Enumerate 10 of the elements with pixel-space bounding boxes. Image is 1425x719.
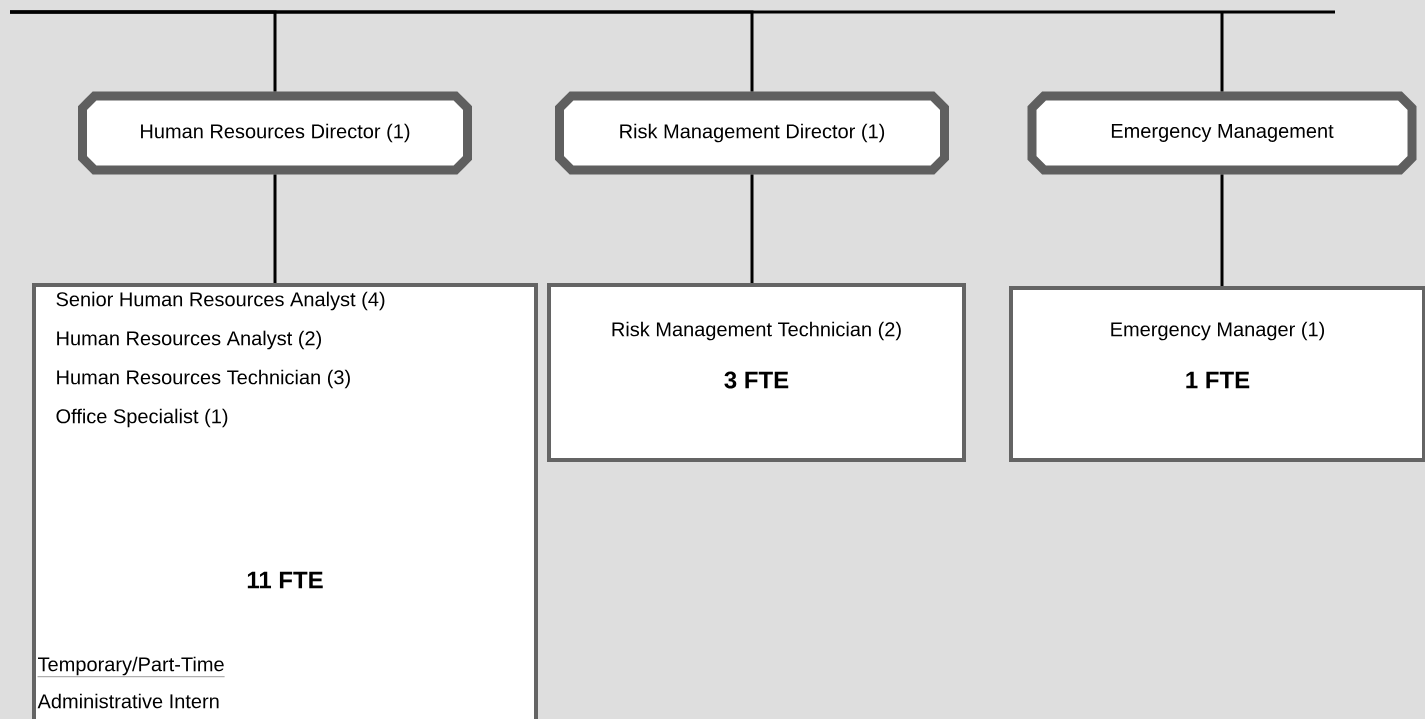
title-box: Emergency Management	[1027, 91, 1417, 175]
staff-box: Emergency Manager (1) 1 FTE	[1009, 286, 1425, 462]
connector-line	[750, 174, 754, 283]
staff-box: Risk Management Technician (2) 3 FTE	[547, 283, 966, 462]
title-box: Human Resources Director (1)	[78, 91, 472, 175]
connector-line	[1220, 174, 1224, 286]
staff-box: Senior Human Resources Analyst (4) Human Resources Analyst (2) Human Resources Technician (3) Office Specialist (1) 11 FTE Temporary/Part-Time Administrative Intern	[32, 283, 538, 719]
connector-line	[273, 174, 277, 283]
title-box: Risk Management Director (1)	[555, 91, 949, 175]
connector-line	[8, 10, 1337, 93]
